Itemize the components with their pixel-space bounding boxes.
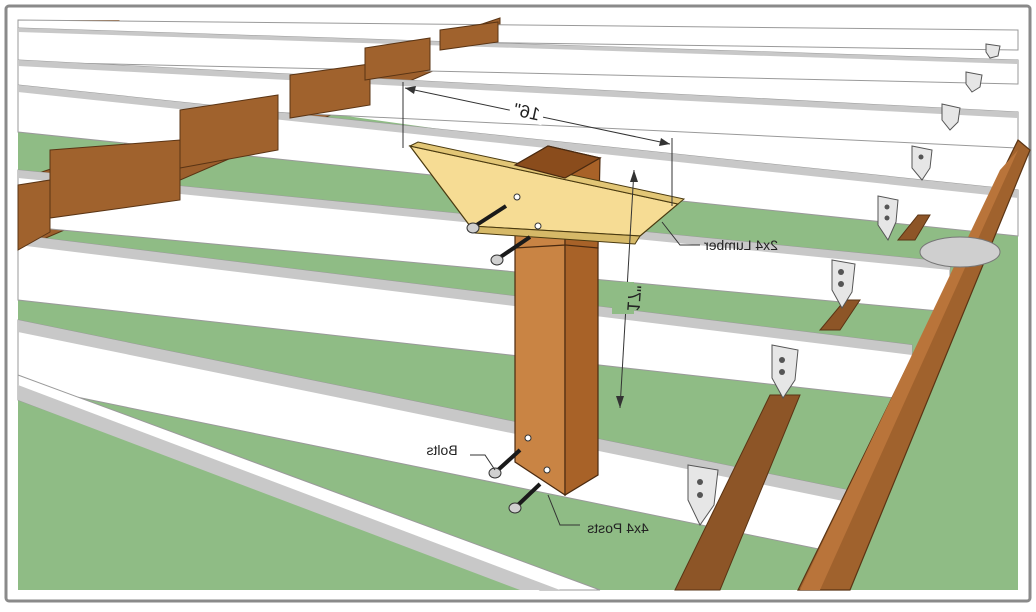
bolt-shaft bbox=[473, 204, 508, 228]
joist-2 bbox=[17, 27, 1019, 85]
bolts-leader bbox=[470, 454, 496, 471]
sleeper-1 bbox=[674, 394, 801, 591]
bolt-shaft bbox=[497, 235, 532, 260]
blocking-3 bbox=[289, 63, 371, 119]
hanger-nail bbox=[838, 281, 844, 287]
joist-6-top bbox=[18, 235, 912, 355]
joist-8-top bbox=[18, 385, 560, 590]
lumber-leader bbox=[661, 221, 700, 246]
bolt-shaft bbox=[516, 482, 542, 507]
lumber-brace bbox=[408, 141, 686, 245]
hanger-nail bbox=[697, 492, 703, 498]
hanger-nail bbox=[697, 479, 703, 485]
joist-7-top bbox=[18, 320, 848, 502]
hanger-nail bbox=[918, 154, 924, 160]
bolts-label: Bolts bbox=[426, 442, 457, 458]
height-dimension-label: 17" bbox=[623, 285, 645, 313]
hanger-icon bbox=[771, 344, 799, 399]
sleeper-strips bbox=[674, 214, 931, 591]
hanger-icon bbox=[911, 145, 933, 181]
blocking bbox=[17, 21, 499, 251]
arrow-icon bbox=[659, 138, 670, 146]
hanger-icon bbox=[985, 43, 1001, 59]
blocking-2 bbox=[179, 94, 279, 169]
posts-label: 4x4 Posts bbox=[587, 520, 648, 536]
dimension-label-bg bbox=[508, 96, 546, 126]
joist-hangers bbox=[687, 43, 1001, 526]
arrow-icon bbox=[630, 170, 638, 182]
joist-3-top bbox=[18, 60, 1018, 118]
arrow-icon bbox=[616, 396, 624, 408]
callout-leaders bbox=[470, 221, 700, 526]
hanger-nail bbox=[779, 357, 785, 363]
hanger-icon bbox=[965, 71, 983, 93]
hanger-icon bbox=[941, 103, 961, 131]
bolt-head-icon bbox=[490, 254, 504, 266]
dimension-label-bg bbox=[612, 282, 634, 314]
sleeper-2 bbox=[818, 299, 861, 331]
bolt-hole bbox=[543, 466, 551, 474]
sleeper-3 bbox=[896, 214, 931, 241]
bolt-head-icon bbox=[488, 467, 502, 479]
post-front-face bbox=[514, 239, 566, 497]
joist-2-top bbox=[18, 28, 1018, 64]
bolt-head-icon bbox=[466, 222, 480, 234]
arrow-icon bbox=[405, 86, 416, 94]
post-side-face bbox=[564, 239, 599, 497]
bolt-hole bbox=[513, 193, 521, 201]
blocking-4 bbox=[364, 37, 431, 81]
bolt-hole bbox=[524, 434, 532, 442]
blocking-0 bbox=[17, 179, 51, 251]
blocking-5 bbox=[439, 21, 499, 51]
posts-leader bbox=[547, 494, 580, 526]
bolt-hole bbox=[534, 222, 542, 230]
bolt-head-icon bbox=[508, 502, 522, 514]
footing bbox=[919, 236, 1001, 268]
hanger-nail bbox=[838, 269, 844, 275]
lower-bolts bbox=[488, 434, 551, 514]
bolt-shaft bbox=[496, 448, 522, 472]
hanger-nail bbox=[884, 215, 890, 221]
upper-bolts bbox=[466, 204, 532, 266]
hanger-nail bbox=[779, 369, 785, 375]
lumber-label: 2x4 Lumber bbox=[704, 237, 778, 253]
post-top-cap bbox=[513, 145, 602, 179]
hanger-nail bbox=[884, 204, 890, 210]
